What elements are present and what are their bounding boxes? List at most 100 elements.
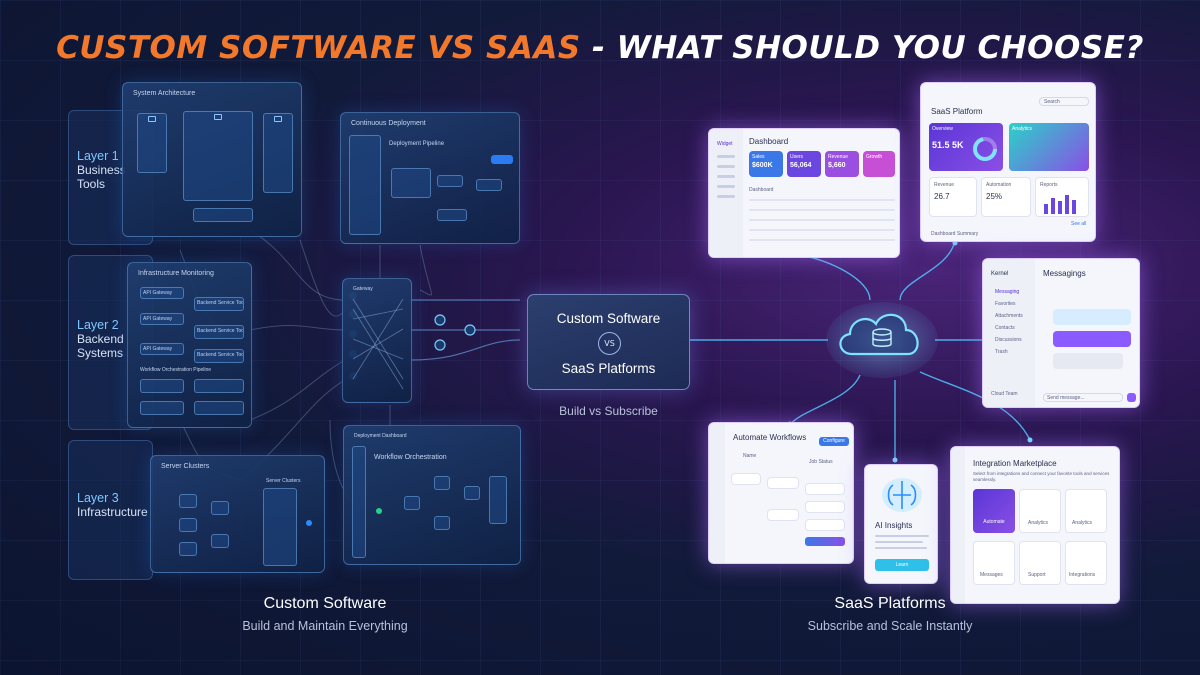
donut-chart-icon xyxy=(973,137,997,161)
pipeline-node xyxy=(391,168,431,198)
layer-title: Layer 1 xyxy=(77,149,119,163)
ai-insights-panel: AI Insights Learn xyxy=(864,464,938,584)
messaging-panel: Kernel Messaging Favorites Attachments C… xyxy=(982,258,1140,408)
kpi-tile-users: Users 56,064 xyxy=(787,151,821,177)
run-button[interactable] xyxy=(805,537,845,546)
configure-button[interactable]: Configure xyxy=(819,437,849,446)
messaging-sidebar xyxy=(983,259,1035,407)
backend-service-item: Backend Service Tools xyxy=(194,325,244,339)
saas-subcaption: Subscribe and Scale Instantly xyxy=(807,619,973,633)
server-cluster-group xyxy=(263,488,297,566)
app-label: Analytics xyxy=(1072,520,1093,526)
sidebar-item[interactable] xyxy=(717,165,735,168)
card-value: 26.7 xyxy=(934,192,950,201)
app-label: Support xyxy=(1028,572,1046,578)
comparison-tagline: Build vs Subscribe xyxy=(559,404,658,418)
panel-title: Server Clusters xyxy=(161,463,210,470)
app-tile[interactable]: Integrations xyxy=(1065,541,1107,585)
panel-title: Infrastructure Monitoring xyxy=(138,270,214,277)
dashboard-title: Dashboard xyxy=(749,137,789,146)
menu-item-messaging[interactable]: Messaging xyxy=(995,289,1020,295)
app-tile[interactable]: Support xyxy=(1019,541,1061,585)
service-node xyxy=(140,401,184,415)
kpi-tile-growth: Growth xyxy=(863,151,895,177)
card-label: Revenue xyxy=(934,182,955,188)
kpi-value: $,660 xyxy=(828,162,846,169)
panel-subtitle: Server Clusters xyxy=(266,478,301,484)
server-node xyxy=(179,494,197,508)
gateway-panel: Gateway xyxy=(342,278,412,403)
infrastructure-monitoring-panel: Infrastructure Monitoring API Gateway AP… xyxy=(127,262,252,428)
pipeline-label: Workflow Orchestration Pipeline xyxy=(140,367,212,373)
message-input[interactable]: Send message... xyxy=(1043,393,1123,402)
table-row xyxy=(749,209,895,211)
ai-title: AI Insights xyxy=(875,521,913,530)
custom-software-caption: Custom Software xyxy=(263,595,387,612)
kpi-label: Users xyxy=(790,154,804,160)
backend-service-item: Backend Service Tools xyxy=(194,349,244,363)
app-tile[interactable]: Analytics xyxy=(1019,489,1061,533)
card-value: 51.5 5K xyxy=(932,140,964,150)
pipeline-node xyxy=(437,209,467,221)
sidebar-item[interactable] xyxy=(717,155,735,158)
messaging-title: Messagings xyxy=(1043,269,1086,278)
menu-item-favorites[interactable]: Favorites xyxy=(995,301,1016,307)
compare-saas-label: SaaS Platforms xyxy=(561,361,656,376)
headline-accent: CUSTOM SOFTWARE VS SAAS xyxy=(56,30,581,66)
panel-title: Continuous Deployment xyxy=(351,120,426,127)
layer-title: Layer 3 xyxy=(77,491,119,505)
workflow-step xyxy=(805,519,845,531)
menu-item-trash[interactable]: Trash xyxy=(995,349,1008,355)
deploy-button[interactable] xyxy=(491,155,513,164)
kpi-tile-sales: Sales$600K xyxy=(749,151,783,177)
search-input[interactable]: Search xyxy=(1039,97,1089,106)
automation-title: Automate Workflows xyxy=(733,433,807,442)
menu-item-contacts[interactable]: Contacts xyxy=(995,325,1015,331)
backend-service-item: Backend Service Tools xyxy=(194,297,244,311)
sidebar-item[interactable] xyxy=(717,195,735,198)
automation-card: Automation 25% xyxy=(981,177,1031,217)
menu-item-attachments[interactable]: Attachments xyxy=(995,313,1023,319)
send-button[interactable] xyxy=(1127,393,1136,402)
card-label: Overview xyxy=(932,126,953,132)
table-row xyxy=(749,219,895,221)
kpi-label: Growth xyxy=(866,154,883,160)
ai-learn-button[interactable]: Learn xyxy=(875,559,929,571)
kpi-value: 56,064 xyxy=(790,162,812,169)
service-node xyxy=(194,401,244,415)
workflow-sidebar xyxy=(352,446,366,558)
panel-title: System Architecture xyxy=(133,90,196,97)
app-tile[interactable]: Messages xyxy=(973,541,1015,585)
menu-item-discussions[interactable]: Discussions xyxy=(995,337,1022,343)
automate-workflows-panel: Automate Workflows Configure Name Job St… xyxy=(708,422,854,564)
panel-title: Gateway xyxy=(353,286,373,292)
text-line xyxy=(875,541,923,543)
app-tile[interactable]: Automate xyxy=(973,489,1015,533)
revenue-card: Revenue 26.7 xyxy=(929,177,977,217)
app-tile[interactable]: Analytics xyxy=(1065,489,1107,533)
workflow-node xyxy=(434,476,450,490)
text-line xyxy=(875,535,929,537)
ai-brain-icon xyxy=(882,478,922,512)
layer-subtitle: Infrastructure xyxy=(77,505,148,519)
layer-subtitle: Systems xyxy=(77,346,124,360)
server-node xyxy=(179,542,197,556)
workflow-step xyxy=(731,473,761,485)
arch-node xyxy=(183,111,253,201)
integration-marketplace-panel: Integration Marketplace Select from inte… xyxy=(950,446,1120,604)
see-all-link[interactable]: See all xyxy=(1071,221,1087,227)
pipeline-node xyxy=(437,175,463,187)
server-node xyxy=(211,501,229,515)
arch-node xyxy=(193,208,253,222)
workflow-step xyxy=(767,477,799,489)
card-label: Reports xyxy=(1040,182,1058,188)
arch-node xyxy=(137,113,167,173)
overview-card: Overview 51.5 5K xyxy=(929,123,1003,171)
api-gateway-item: API Gateway xyxy=(140,313,184,325)
platform-title: SaaS Platform xyxy=(931,107,983,116)
server-clusters-panel: Server Clusters Server Clusters xyxy=(150,455,325,573)
sidebar-item[interactable] xyxy=(717,175,735,178)
sidebar-item[interactable] xyxy=(717,185,735,188)
app-label: Messages xyxy=(980,572,1003,578)
